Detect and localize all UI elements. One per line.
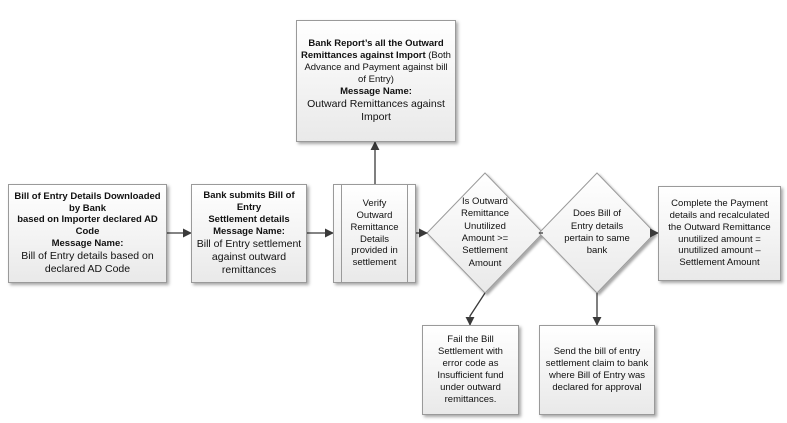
bank-submits-settlement-box: Bank submits Bill of Entry Settlement de… xyxy=(191,184,307,283)
box1-line2: based on Importer declared AD Code xyxy=(17,214,158,238)
send-claim-box: Send the bill of entry settlement claim … xyxy=(539,325,655,415)
box2-line1: Bank submits Bill of Entry xyxy=(203,190,295,213)
verify-text: Verify Outward Remittance Details provid… xyxy=(350,197,399,269)
top-box-line1: Bank Report’s all the Outward xyxy=(308,38,444,50)
process-bar-left xyxy=(341,185,342,282)
complete-text: Complete the Payment details and recalcu… xyxy=(668,197,771,269)
outward-remittances-report-box: Bank Report’s all the Outward Remittance… xyxy=(296,20,456,142)
top-box-message-value: Outward Remittances against Import xyxy=(307,97,445,123)
box1-message-label: Message Name: xyxy=(51,238,124,250)
top-box-line2-rest: (Both xyxy=(425,50,451,62)
box2-message-value: Bill of Entry settlement against outward… xyxy=(196,237,302,276)
process-bar-right xyxy=(407,185,408,282)
diamond2-text: Does Bill of Entry details pertain to sa… xyxy=(564,208,630,257)
box2-line2: Settlement details xyxy=(208,213,290,225)
fail-text: Fail the Bill Settlement with error code… xyxy=(437,334,504,405)
send-text: Send the bill of entry settlement claim … xyxy=(545,346,649,393)
bill-of-entry-download-box: Bill of Entry Details Downloaded by Bank… xyxy=(8,184,167,283)
diamond1-text: Is Outward Remittance Unutilized Amount … xyxy=(460,195,510,269)
top-box-message-label: Message Name: xyxy=(340,85,412,97)
top-box-line2-bold: Remittances against Import xyxy=(301,50,426,62)
top-box-line2: Remittances against Import (Both xyxy=(301,50,451,62)
arrow-diamond1-to-fail xyxy=(465,292,486,326)
top-box-line3: Advance and Payment against bill of Entr… xyxy=(304,61,448,85)
box2-message-label: Message Name: xyxy=(213,225,285,237)
verify-outward-remittance-box: Verify Outward Remittance Details provid… xyxy=(333,184,416,283)
complete-payment-box: Complete the Payment details and recalcu… xyxy=(658,186,781,281)
box1-message-value: Bill of Entry details based on declared … xyxy=(21,250,154,276)
box1-line1: Bill of Entry Details Downloaded by Bank xyxy=(14,190,161,214)
fail-settlement-box: Fail the Bill Settlement with error code… xyxy=(422,325,519,415)
